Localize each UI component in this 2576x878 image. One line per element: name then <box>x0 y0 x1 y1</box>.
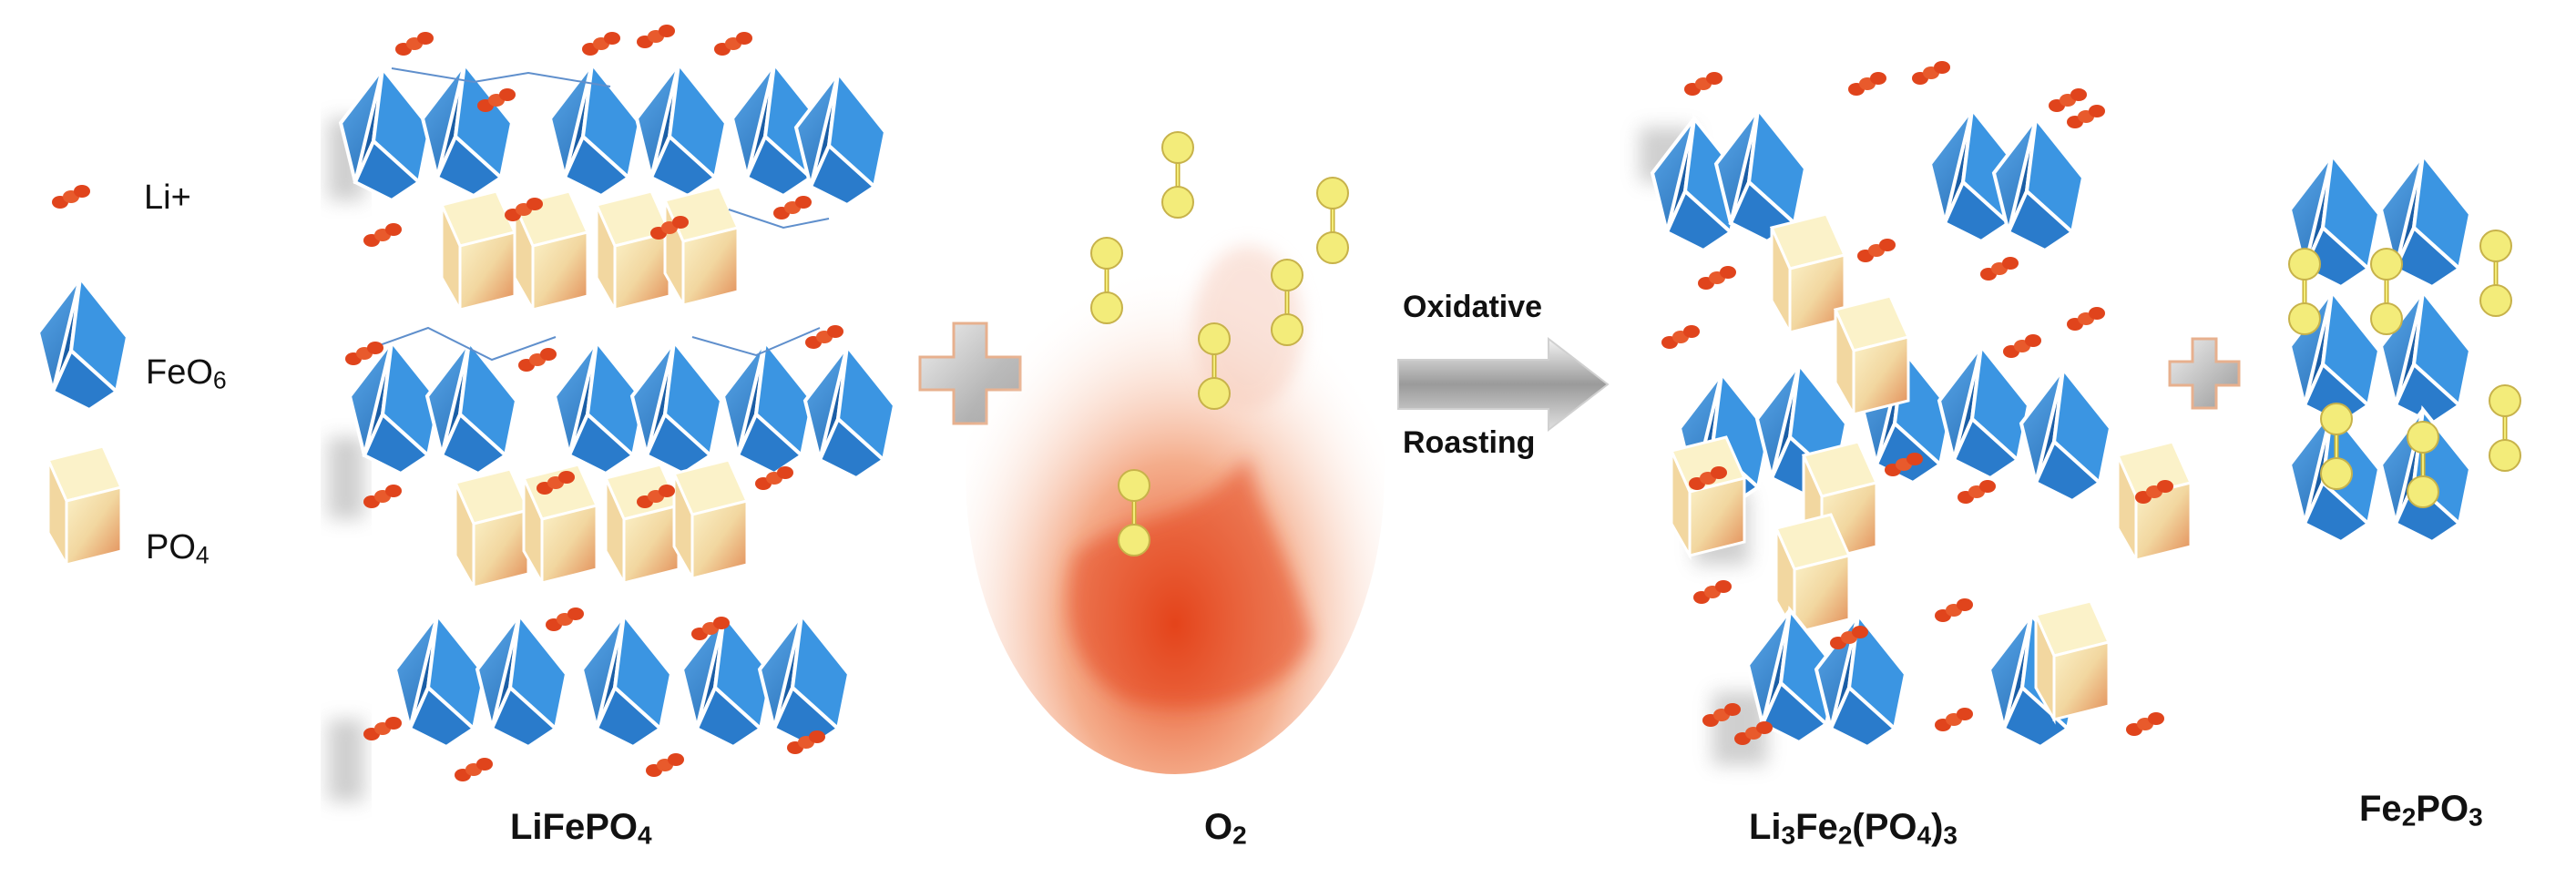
legend-po4-label: PO4 <box>146 528 210 569</box>
legend-li-label: Li+ <box>144 179 191 217</box>
li3fe2po43-structure <box>1640 61 2193 765</box>
oxygen-flame <box>966 132 1385 774</box>
arrow-label-roasting: Roasting <box>1403 425 1536 460</box>
reaction-arrow-icon <box>1397 336 1610 433</box>
caption-li3fe2po43: Li3Fe2(PO4)3 <box>1749 807 1958 850</box>
legend-feo6-icon <box>36 276 129 412</box>
legend-po4-icon <box>46 444 123 567</box>
caption-fe2po3: Fe2PO3 <box>2359 789 2483 832</box>
legend-li-icon <box>52 185 90 209</box>
plus-icon <box>2168 337 2241 410</box>
caption-lifepo4: LiFePO4 <box>510 807 652 850</box>
legend-feo6-label: FeO6 <box>146 353 227 394</box>
caption-o2: O2 <box>1204 807 1247 850</box>
lifepo4-structure <box>328 25 896 801</box>
fe2po3-structure <box>2289 153 2520 544</box>
arrow-label-oxidative: Oxidative <box>1403 290 1543 324</box>
